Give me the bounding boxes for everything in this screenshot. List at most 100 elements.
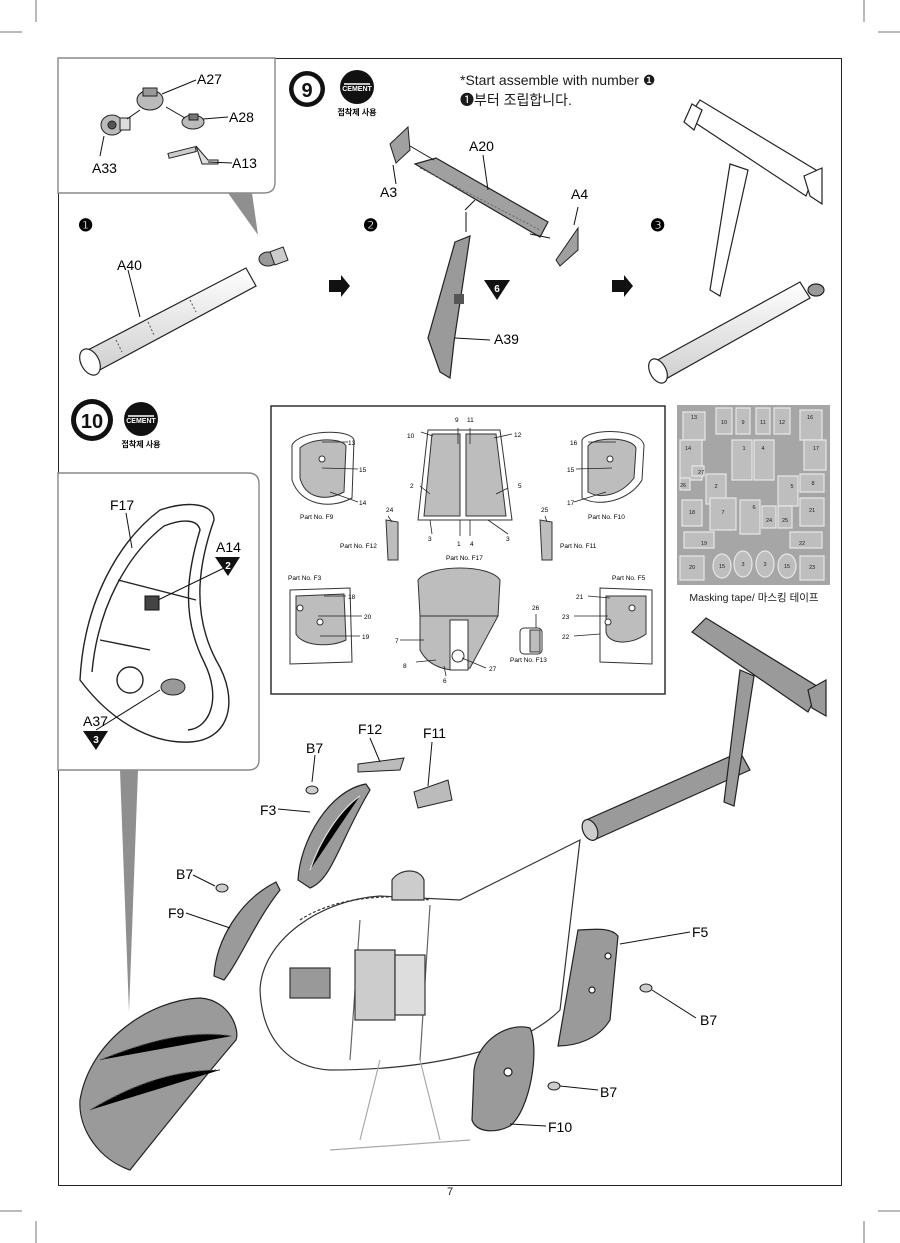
svg-text:24: 24 bbox=[386, 507, 394, 514]
label-a33: A33 bbox=[92, 160, 117, 176]
start-note-english: *Start assemble with number ❶ bbox=[460, 72, 656, 88]
svg-text:19: 19 bbox=[362, 634, 370, 641]
svg-text:23: 23 bbox=[562, 614, 570, 621]
main-part-labels: B7 F12 F11 F3 B7 F9 F5 B7 B7 F10 bbox=[168, 721, 717, 1135]
label-b7-top: B7 bbox=[306, 740, 323, 756]
svg-text:4: 4 bbox=[761, 446, 764, 452]
inset-pointer bbox=[228, 193, 258, 235]
svg-text:9: 9 bbox=[741, 420, 744, 426]
inset-leaders bbox=[99, 79, 233, 164]
svg-text:15: 15 bbox=[567, 467, 575, 474]
svg-text:14: 14 bbox=[685, 446, 691, 452]
svg-text:15: 15 bbox=[784, 564, 790, 570]
svg-text:16: 16 bbox=[570, 440, 578, 447]
svg-text:13: 13 bbox=[348, 440, 356, 447]
mask-shapes bbox=[289, 429, 653, 671]
vertical-fin-a39 bbox=[427, 235, 471, 379]
svg-text:Part No. F9: Part No. F9 bbox=[300, 514, 334, 521]
svg-text:21: 21 bbox=[576, 594, 584, 601]
step10-cement-note: 접착제 사용 bbox=[121, 439, 161, 449]
tail-section-assembled bbox=[581, 617, 827, 841]
svg-text:6: 6 bbox=[443, 678, 447, 685]
marker-3: 3 bbox=[83, 731, 108, 750]
svg-text:12: 12 bbox=[779, 420, 785, 426]
label-a13: A13 bbox=[232, 155, 257, 171]
svg-text:Part No. F12: Part No. F12 bbox=[340, 543, 377, 550]
svg-text:26: 26 bbox=[532, 605, 540, 612]
flow-arrow-2 bbox=[612, 275, 633, 297]
step10-number: 10 bbox=[81, 411, 103, 433]
svg-text:13: 13 bbox=[691, 415, 697, 421]
step9-badge: 9 bbox=[289, 71, 325, 107]
label-a40: A40 bbox=[117, 257, 142, 273]
label-b7-low: B7 bbox=[600, 1084, 617, 1100]
svg-text:Part No. F17: Part No. F17 bbox=[446, 555, 483, 562]
svg-text:8: 8 bbox=[811, 481, 814, 487]
svg-text:5: 5 bbox=[518, 483, 522, 490]
svg-text:20: 20 bbox=[689, 565, 695, 571]
helicopter-fuselage bbox=[259, 838, 581, 1151]
label-f10: F10 bbox=[548, 1119, 572, 1135]
svg-text:9: 9 bbox=[455, 417, 459, 424]
label-a4: A4 bbox=[571, 186, 588, 202]
svg-text:25: 25 bbox=[541, 507, 549, 514]
svg-text:11: 11 bbox=[760, 420, 766, 426]
svg-text:6: 6 bbox=[494, 284, 500, 295]
svg-text:3: 3 bbox=[506, 536, 510, 543]
label-a37: A37 bbox=[83, 713, 108, 729]
svg-text:5: 5 bbox=[790, 484, 793, 490]
label-a27: A27 bbox=[197, 71, 222, 87]
main-leaders bbox=[185, 737, 697, 1127]
svg-text:18: 18 bbox=[689, 510, 695, 516]
svg-text:18: 18 bbox=[348, 594, 356, 601]
svg-text:16: 16 bbox=[807, 415, 813, 421]
mask-diagram-labels: 13 15 14 Part No. F9 9 11 10 12 2 5 3 1 … bbox=[288, 417, 646, 685]
horizontal-stabilizer-a20 bbox=[413, 157, 549, 238]
svg-text:8: 8 bbox=[403, 663, 407, 670]
label-f9: F9 bbox=[168, 905, 185, 921]
svg-text:15: 15 bbox=[359, 467, 367, 474]
svg-text:10: 10 bbox=[407, 433, 415, 440]
svg-text:3: 3 bbox=[763, 562, 766, 568]
masking-tape-labels: 13 10 9 11 12 16 14 1 4 17 27 26 2 5 8 1… bbox=[680, 415, 819, 571]
svg-text:2: 2 bbox=[714, 484, 717, 490]
start-note-korean: ❶부터 조립합니다. bbox=[460, 92, 572, 108]
door-f10 bbox=[471, 1026, 535, 1132]
svg-text:1: 1 bbox=[457, 541, 461, 548]
svg-text:17: 17 bbox=[813, 446, 819, 452]
svg-text:17: 17 bbox=[567, 500, 575, 507]
svg-text:14: 14 bbox=[359, 500, 367, 507]
inset-pointer-2 bbox=[120, 770, 138, 1012]
label-a28: A28 bbox=[229, 109, 254, 125]
svg-text:24: 24 bbox=[766, 518, 772, 524]
step9-cement-note: 접착제 사용 bbox=[337, 107, 377, 117]
masking-tape-cutouts bbox=[679, 407, 827, 581]
step10-cement-icon: CEMENT bbox=[124, 402, 158, 436]
svg-text:22: 22 bbox=[799, 541, 805, 547]
masking-tape-caption: Masking tape/ 마스킹 테이프 bbox=[689, 592, 819, 604]
label-a14: A14 bbox=[216, 539, 241, 555]
window-f12 bbox=[357, 757, 405, 773]
label-a39: A39 bbox=[494, 331, 519, 347]
svg-text:Part No. F11: Part No. F11 bbox=[560, 543, 597, 550]
frame-f17 bbox=[79, 503, 230, 743]
svg-text:19: 19 bbox=[701, 541, 707, 547]
svg-text:7: 7 bbox=[395, 638, 399, 645]
substep-1: ❶ bbox=[78, 216, 93, 235]
svg-text:1: 1 bbox=[742, 446, 745, 452]
label-f12: F12 bbox=[358, 721, 382, 737]
step9-cement-icon: CEMENT bbox=[340, 70, 374, 104]
step9-number: 9 bbox=[301, 80, 312, 102]
part-a37 bbox=[160, 678, 186, 696]
svg-text:3: 3 bbox=[93, 735, 99, 746]
svg-text:26: 26 bbox=[680, 483, 686, 489]
step10-inset-box bbox=[57, 472, 260, 771]
svg-text:15: 15 bbox=[719, 564, 725, 570]
svg-text:20: 20 bbox=[364, 614, 372, 621]
step9-cement-label: CEMENT bbox=[342, 86, 372, 93]
marker-6: 6 bbox=[484, 280, 510, 300]
step10-cement-label: CEMENT bbox=[126, 418, 156, 425]
assembled-tail bbox=[648, 99, 825, 384]
svg-text:23: 23 bbox=[809, 565, 815, 571]
